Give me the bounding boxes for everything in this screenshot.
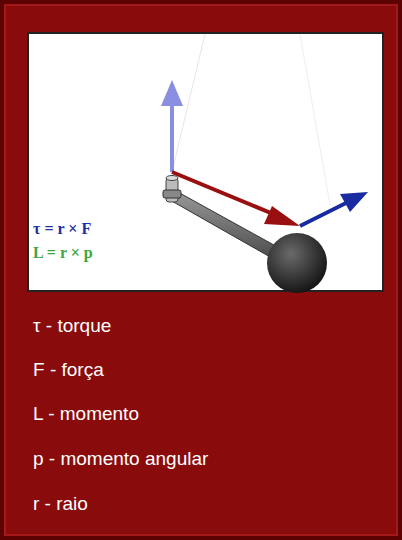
arrow-head [340, 192, 368, 212]
pendulum-ball [267, 233, 327, 293]
legend-item: L - momento [33, 403, 139, 425]
arrow-head [161, 80, 183, 106]
guide-line [300, 34, 330, 205]
momentum-arrow [300, 203, 346, 226]
torque-formula: τ = r × F [33, 220, 91, 238]
legend-item: F - força [33, 359, 104, 381]
legend-item: p - momento angular [33, 448, 208, 470]
momentum-formula: L = r × p [33, 244, 93, 262]
arrow-head [264, 206, 300, 226]
pivot-clamp [163, 190, 181, 198]
legend-item: τ - torque [33, 315, 111, 337]
legend-item: r - raio [33, 493, 88, 515]
angular-momentum-arrow [170, 104, 174, 172]
pivot-top [166, 176, 178, 181]
